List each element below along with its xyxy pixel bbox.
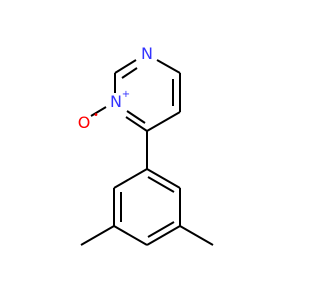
bond-c5-c4 xyxy=(146,111,181,132)
bond-ar6-ar1 xyxy=(113,168,148,189)
bond-c2-n1 xyxy=(114,59,137,74)
bond-c4-n3 xyxy=(125,116,148,132)
bond-ar1-ar2 xyxy=(146,168,181,189)
bond-methyl-right xyxy=(179,225,214,246)
dimethylphenyl-ring xyxy=(80,168,214,246)
bond-n1-c6 xyxy=(156,59,181,74)
bond-c2-n1-inner xyxy=(121,67,138,79)
n-oxide-nitrogen-label: N xyxy=(110,92,122,111)
bond-c4-n3-inner xyxy=(126,110,146,124)
background xyxy=(0,0,300,300)
bond-ar3-ar4-inner xyxy=(147,221,175,238)
nitrogen-atom-label: N xyxy=(141,44,153,63)
radical-dot-label: • xyxy=(93,110,99,121)
structure-canvas: N N + O • xyxy=(0,0,300,300)
bond-n3-o xyxy=(90,106,107,117)
positive-charge-label: + xyxy=(122,89,130,100)
bond-methyl-left xyxy=(80,225,115,246)
bond-ar3-ar4 xyxy=(146,225,181,246)
bond-ar1-ar2-inner xyxy=(147,176,175,193)
oxygen-atom-label: O xyxy=(78,113,91,132)
pyrimidine-ring xyxy=(90,59,181,132)
bond-ar4-ar5 xyxy=(113,225,148,246)
